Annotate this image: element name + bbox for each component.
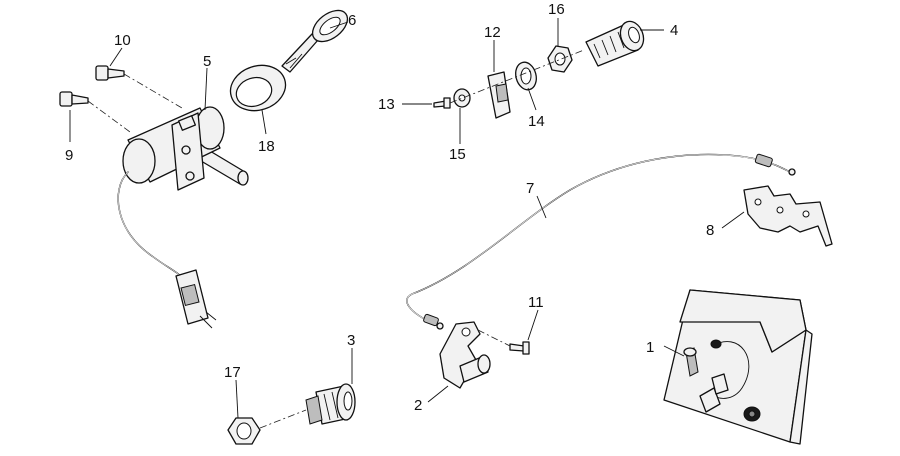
lock-cylinder-4 xyxy=(585,20,645,67)
screw-13 xyxy=(433,97,451,109)
callout-7: 7 xyxy=(526,180,534,197)
callout-2: 2 xyxy=(414,397,422,414)
callout-1: 1 xyxy=(646,339,654,356)
axis-line-lock xyxy=(449,49,585,104)
nut-16 xyxy=(547,45,573,73)
callout-16: 16 xyxy=(548,1,565,18)
callout-17: 17 xyxy=(224,364,241,381)
leader-lines xyxy=(69,18,745,419)
callout-10: 10 xyxy=(114,32,131,49)
kit-bag-1 xyxy=(663,289,813,445)
latch-2 xyxy=(439,321,491,389)
callout-15: 15 xyxy=(449,146,466,163)
screw-11 xyxy=(509,341,530,355)
callout-11: 11 xyxy=(528,294,544,311)
callout-12: 12 xyxy=(484,24,501,41)
screw-9 xyxy=(59,91,89,107)
axis-line-17 xyxy=(259,409,307,429)
callout-5: 5 xyxy=(203,53,211,70)
ignition-switch-assembly xyxy=(117,106,249,329)
callout-3: 3 xyxy=(347,332,355,349)
callout-4: 4 xyxy=(670,22,678,39)
key-6 xyxy=(281,9,349,73)
washer-15 xyxy=(453,88,471,108)
callout-6: 6 xyxy=(348,12,356,29)
ring-seal-18 xyxy=(229,64,287,112)
axis-line-9 xyxy=(87,100,131,133)
callout-labels: 1 2 3 4 5 6 7 8 9 10 11 12 13 14 15 16 1… xyxy=(65,1,714,414)
axis-line-11 xyxy=(477,329,511,347)
lever-12 xyxy=(487,71,511,119)
callout-9: 9 xyxy=(65,147,73,164)
washer-14 xyxy=(515,61,537,91)
nut-17 xyxy=(227,417,261,445)
callout-13: 13 xyxy=(378,96,395,113)
cable-7 xyxy=(406,153,796,330)
lock-barrel-3 xyxy=(305,383,356,425)
screw-10 xyxy=(95,65,125,81)
bracket-8 xyxy=(743,185,833,247)
callout-18: 18 xyxy=(258,138,275,155)
callout-8: 8 xyxy=(706,222,714,239)
callout-14: 14 xyxy=(528,113,545,130)
axis-line-10 xyxy=(123,73,183,109)
